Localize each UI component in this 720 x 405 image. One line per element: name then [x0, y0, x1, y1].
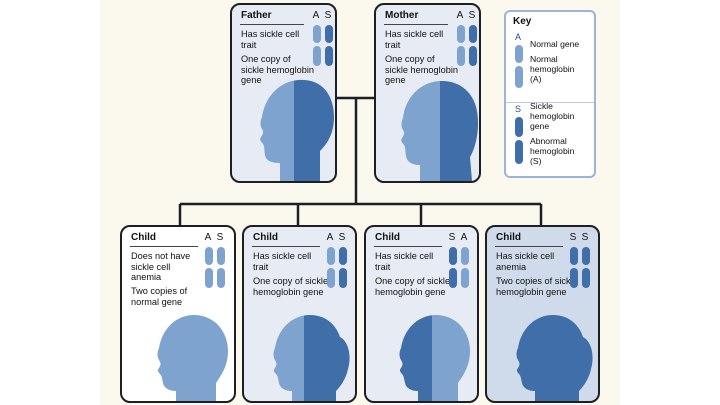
child-boy-head-icon: [157, 315, 228, 401]
chromosome-pair: [449, 247, 469, 288]
card-status-text: Has sickle cell trait: [375, 251, 434, 272]
card-status-text: Has sickle cell trait: [385, 29, 444, 50]
chromosome-pair: [313, 25, 333, 66]
card-status-text: Has sickle cell trait: [241, 29, 300, 50]
card-title: Child: [375, 232, 400, 243]
card-title: Child: [496, 232, 521, 243]
card-status-text: Does not have sickle cell anemia: [131, 251, 191, 282]
key-divider: [506, 102, 594, 103]
card-gene-text: One copy of sickle hemoglobin gene: [241, 54, 315, 85]
allele-label: A: [460, 232, 468, 243]
card-status-text: Has sickle cell trait: [253, 251, 312, 272]
chromosome-pair: [327, 247, 347, 288]
card-gene-text: Two copies of sickle hemoglobin gene: [496, 276, 578, 297]
card-title: Mother: [385, 10, 419, 21]
allele-label: A: [456, 10, 464, 21]
key-sickle-gene: Sickle hemoglobin gene: [530, 101, 575, 131]
child-girl-head-icon: [516, 315, 593, 401]
legend-key: Key A Normal gene Normal hemoglobin (A) …: [504, 10, 596, 178]
title-rule: [384, 24, 448, 25]
allele-label: A: [326, 232, 334, 243]
allele-label: S: [468, 10, 476, 21]
chromosome-pair: [570, 247, 590, 288]
child-boy-head-icon: [399, 315, 470, 401]
allele-label: S: [216, 232, 224, 243]
card-title: Child: [131, 232, 156, 243]
chromosome-pair: [205, 247, 225, 288]
title-rule: [252, 246, 320, 247]
title-rule: [130, 246, 198, 247]
allele-label: A: [312, 10, 320, 21]
card-title: Child: [253, 232, 278, 243]
chromosome-pair: [457, 25, 477, 66]
card-status-text: Has sickle cell anemia: [496, 251, 555, 272]
title-rule: [374, 246, 442, 247]
allele-label: A: [204, 232, 212, 243]
allele-label: S: [448, 232, 456, 243]
allele-label: S: [569, 232, 577, 243]
adult-female-head-icon: [401, 80, 479, 181]
adult-male-head-icon: [260, 79, 335, 181]
normal-chromosome-icon: [515, 45, 523, 88]
card-gene-text: One copy of sickle hemoglobin gene: [375, 276, 451, 297]
key-title: Key: [513, 16, 532, 27]
title-rule: [495, 246, 563, 247]
allele-label: S: [324, 10, 332, 21]
child-girl-head-icon: [273, 315, 350, 401]
key-normal-gene: Normal gene: [530, 39, 580, 49]
title-rule: [240, 24, 304, 25]
allele-label: S: [338, 232, 346, 243]
card-gene-text: Two copies of normal gene: [131, 286, 188, 307]
sickle-chromosome-icon: [515, 117, 523, 164]
key-sickle-letter: S: [515, 104, 522, 114]
key-normal-hemoglobin: Normal hemoglobin (A): [530, 54, 575, 84]
allele-label: S: [581, 232, 589, 243]
card-title: Father: [241, 10, 272, 21]
key-abnormal-hemoglobin: Abnormal hemoglobin (S): [530, 136, 575, 166]
key-normal-letter: A: [515, 32, 522, 42]
card-gene-text: One copy of sickle hemoglobin gene: [385, 54, 459, 85]
card-gene-text: One copy of sickle hemoglobin gene: [253, 276, 329, 297]
